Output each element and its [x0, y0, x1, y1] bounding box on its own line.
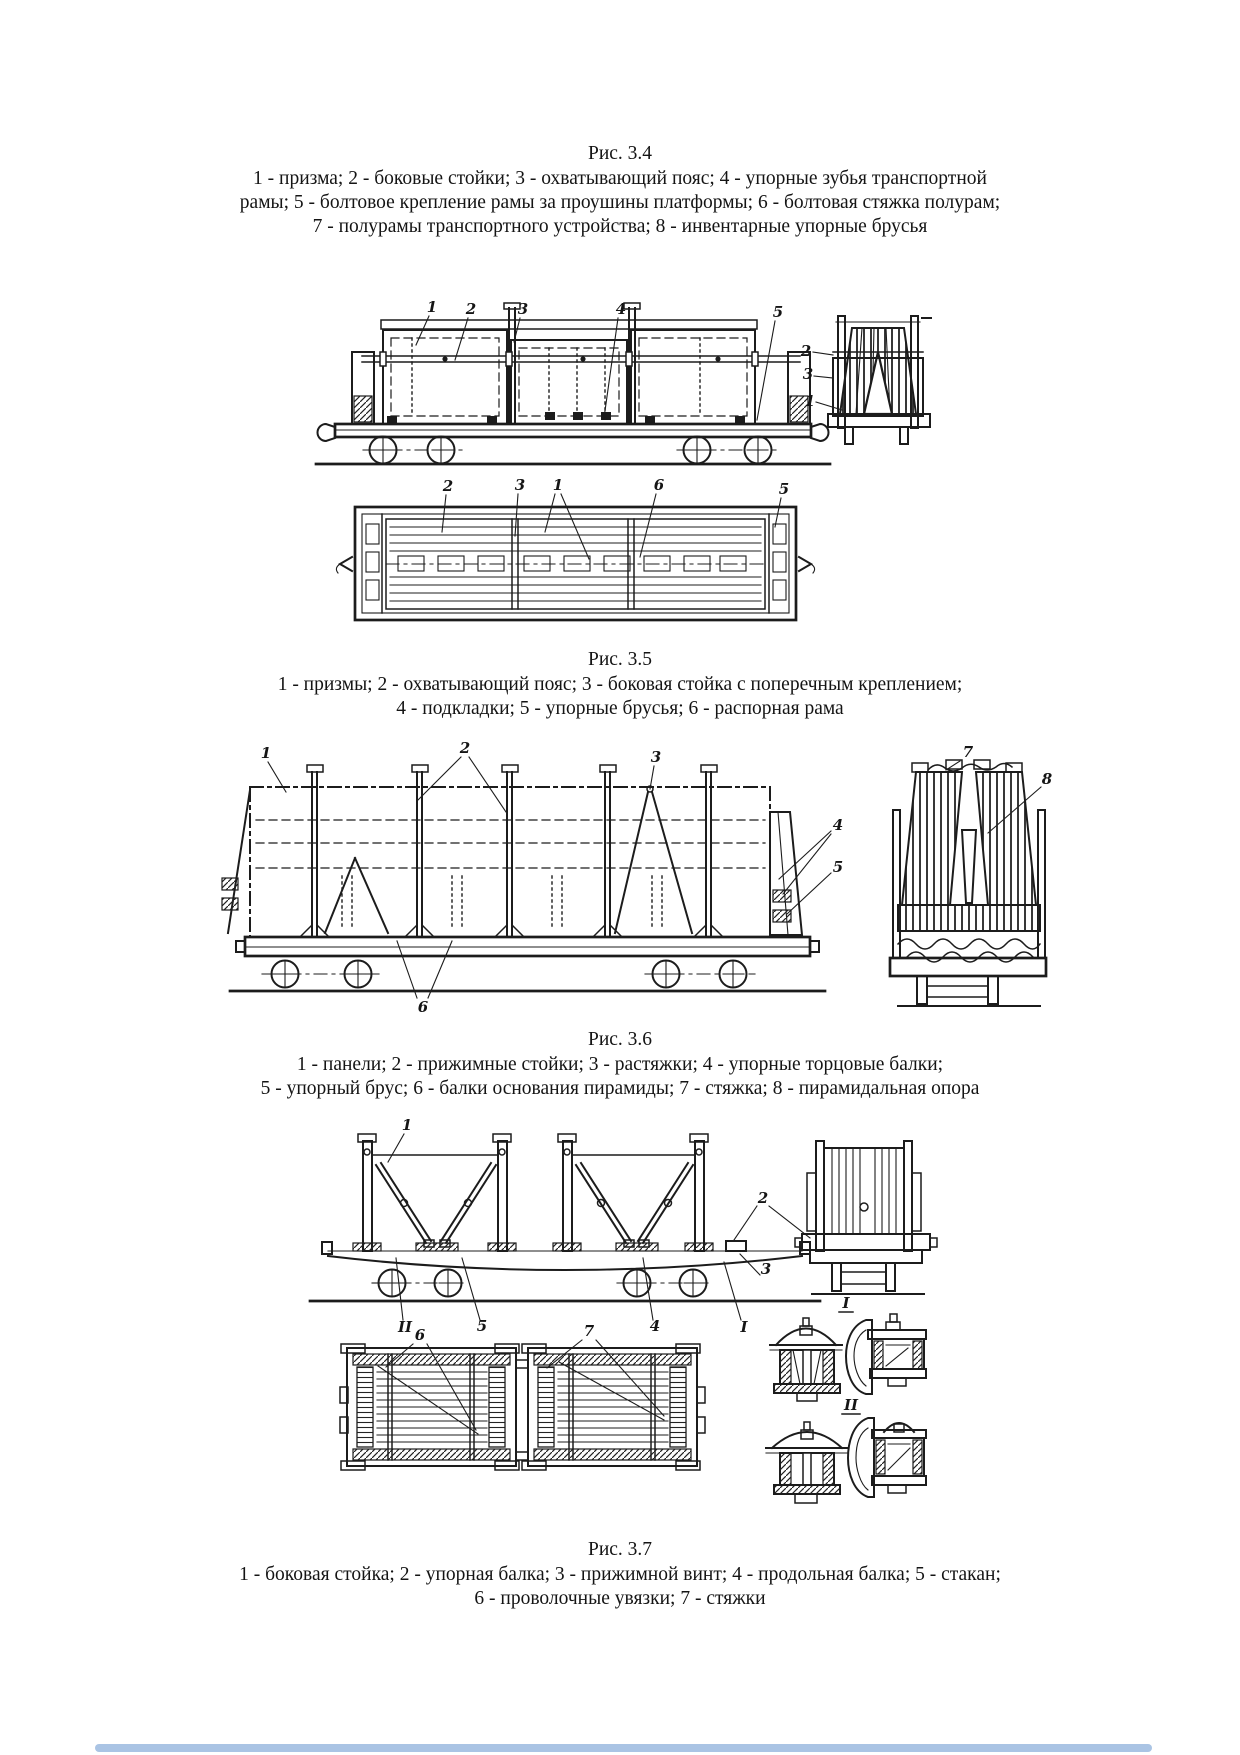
fig35-side-view: 1 2 3 4 5 — [314, 298, 832, 466]
fig36-end-view: 7 8 — [888, 743, 1053, 1007]
caption-line: рамы; 5 - болтовое крепление рамы за про… — [239, 192, 1001, 213]
caption-line: 6 - проволочные увязки; 7 - стяжки — [474, 1588, 766, 1609]
caption-line: 5 - упорный брус; 6 - балки основания пи… — [260, 1078, 980, 1099]
callout: 4 — [616, 300, 626, 318]
figure-3-5-drawing: 1 2 3 4 5 — [314, 298, 932, 622]
figure-caption-3-5: Рис. 3.5 1 - призмы; 2 - охватывающий по… — [0, 648, 1240, 721]
callout: 1 — [261, 744, 271, 762]
caption-title: Рис. 3.6 — [587, 1029, 653, 1050]
caption-title: Рис. 3.5 — [587, 649, 653, 670]
callout: 2 — [465, 300, 476, 318]
fig35-end-view: 2 3 1 — [800, 315, 932, 445]
caption-line: 1 - боковая стойка; 2 - упорная балка; 3… — [239, 1564, 1001, 1585]
callout: 1 — [805, 392, 815, 410]
callout: 4 — [833, 816, 843, 834]
callout: 7 — [584, 1322, 595, 1340]
fig36-side-view: 1 2 3 — [221, 739, 843, 1016]
caption-line: 1 - панели; 2 - прижимные стойки; 3 - ра… — [296, 1054, 944, 1075]
figure-caption-3-6: Рис. 3.6 1 - панели; 2 - прижимные стойк… — [0, 1028, 1240, 1101]
figure-3-6-drawing: 1 2 3 — [221, 739, 1053, 1016]
callout: 5 — [477, 1317, 487, 1335]
callout: 2 — [800, 342, 811, 360]
callout: 5 — [779, 480, 789, 498]
callout: 3 — [803, 365, 813, 383]
caption-line: 1 - призмы; 2 - охватывающий пояс; 3 - б… — [277, 674, 963, 695]
detail-label: II — [843, 1396, 859, 1414]
callout: 5 — [773, 303, 783, 321]
callout: 4 — [650, 1317, 660, 1335]
callout: 6 — [418, 998, 429, 1016]
detail-label: I — [841, 1294, 850, 1312]
figure-caption-3-7: Рис. 3.7 1 - боковая стойка; 2 - упорная… — [0, 1538, 1240, 1611]
caption-title: Рис. 3.4 — [587, 143, 653, 164]
callout: 6 — [654, 476, 665, 494]
callout: 8 — [1042, 770, 1053, 788]
callout: 2 — [459, 739, 470, 757]
callout: 1 — [402, 1116, 412, 1134]
callout: 6 — [415, 1326, 426, 1344]
figure-3-7-drawing: 1 — [308, 1116, 938, 1504]
callout: 2 — [442, 477, 453, 495]
fig37-end-view — [794, 1140, 938, 1295]
caption-title: Рис. 3.7 — [587, 1539, 653, 1560]
callout: 7 — [963, 743, 974, 761]
callout: 3 — [761, 1260, 771, 1278]
fig37-detail-views: I — [765, 1294, 927, 1504]
callout: II — [397, 1318, 413, 1336]
fig37-top-view: 6 7 — [339, 1322, 706, 1471]
caption-line: 4 - подкладки; 5 - упорные брусья; 6 - р… — [396, 698, 844, 719]
callout: 5 — [833, 858, 843, 876]
callout: 1 — [427, 298, 437, 316]
caption-line: 1 - призма; 2 - боковые стойки; 3 - охва… — [253, 168, 987, 189]
fig35-top-view: 2 3 1 6 5 — [335, 476, 816, 622]
callout: 3 — [518, 300, 528, 318]
callout: 1 — [553, 476, 563, 494]
callout: I — [739, 1318, 748, 1336]
callout: 3 — [515, 476, 525, 494]
figure-caption-3-4: Рис. 3.4 1 - призма; 2 - боковые стойки;… — [0, 142, 1240, 239]
bottom-highlight-bar — [95, 1744, 1152, 1752]
callout: 2 — [757, 1189, 768, 1207]
fig37-side-view: 1 — [308, 1116, 822, 1336]
callout: 3 — [651, 748, 661, 766]
caption-line: 7 - полурамы транспортного устройства; 8… — [312, 216, 928, 237]
